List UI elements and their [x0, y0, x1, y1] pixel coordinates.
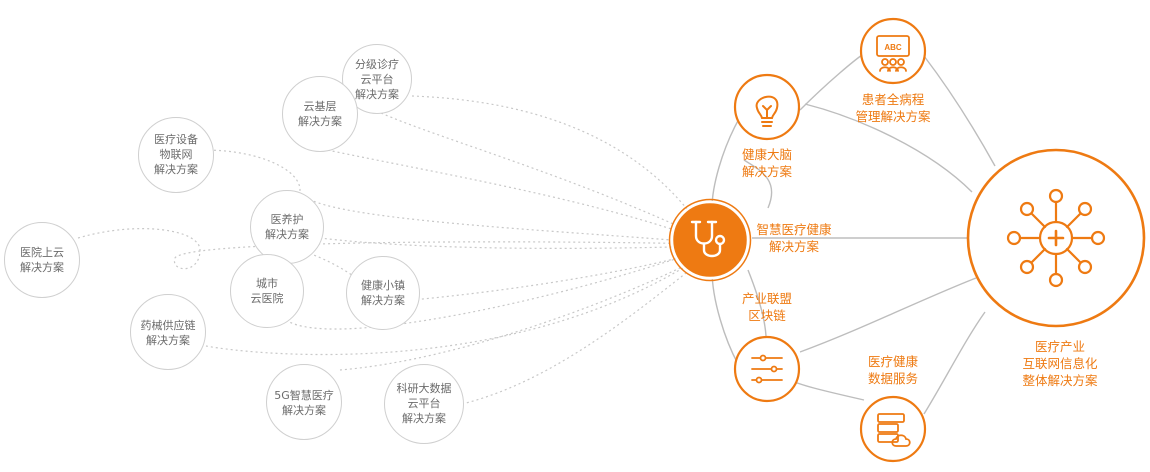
node-city-cloud-hospital — [230, 254, 304, 328]
dotted-connector — [285, 247, 709, 330]
node-hospital-cloud — [4, 222, 80, 298]
node-supply-chain-label: 药械供应链 解决方案 — [140, 319, 196, 347]
node-supply-chain — [130, 294, 206, 370]
center-label: 智慧医疗健康 解决方案 — [756, 222, 832, 254]
node-5g-smart-medical — [266, 364, 342, 440]
dotted-connector — [203, 149, 709, 244]
dotted-connector — [205, 251, 709, 356]
node-hospital-cloud-label: 医院上云 解决方案 — [20, 246, 64, 274]
node-graded-care-platform-label: 分级诊疗 云平台 解决方案 — [355, 58, 399, 101]
abc-board-icon — [876, 35, 910, 72]
solid-connector — [804, 103, 973, 193]
patient-node: ABC — [859, 17, 927, 85]
node-cloud-grassroots — [282, 76, 358, 152]
sliders-icon — [751, 354, 783, 384]
hub-node — [966, 148, 1146, 328]
node-city-cloud-hospital-label: 城市 云医院 — [250, 277, 284, 305]
solid-connector — [923, 55, 996, 167]
dotted-connector — [339, 253, 709, 371]
dotted-connector — [351, 85, 709, 241]
lightbulb-icon — [755, 95, 779, 127]
node-cloud-grassroots-label: 云基层 解决方案 — [298, 100, 342, 128]
chain-label: 产业联盟 区块链 — [741, 291, 792, 323]
dotted-connector — [411, 95, 709, 239]
solid-connector — [799, 54, 863, 111]
data-label: 医疗健康 数据服务 — [867, 354, 918, 386]
dotted-connector — [317, 147, 709, 243]
dotted-connector — [411, 249, 709, 301]
node-elder-care — [250, 190, 324, 264]
data-node — [859, 395, 927, 463]
solid-connector — [799, 277, 977, 353]
solid-connector — [743, 159, 773, 209]
node-research-bigdata-label: 科研大数据 云平台 解决方案 — [396, 382, 452, 425]
brain-node — [733, 73, 801, 141]
patient-label: 患者全病程 管理解决方案 — [855, 92, 931, 124]
dotted-connector — [77, 228, 709, 270]
node-graded-care-platform — [342, 44, 412, 114]
chain-node — [733, 335, 801, 403]
node-research-bigdata — [384, 364, 464, 444]
dotted-connector — [319, 237, 709, 249]
solid-connector — [923, 311, 986, 415]
node-health-town-label: 健康小镇 解决方案 — [361, 279, 405, 307]
node-5g-smart-medical-label: 5G智慧医疗 解决方案 — [274, 389, 334, 417]
center-node — [668, 198, 752, 282]
network-hub-icon — [1006, 188, 1106, 288]
abc-board-text: ABC — [884, 43, 902, 52]
stethoscope-icon — [690, 220, 726, 258]
solid-connector — [747, 269, 767, 337]
node-device-iot-label: 医疗设备 物联网 解决方案 — [154, 133, 198, 176]
hub-label: 医疗产业 互联网信息化 整体解决方案 — [1022, 339, 1098, 388]
node-device-iot — [138, 117, 214, 193]
brain-label: 健康大脑 解决方案 — [741, 147, 792, 179]
node-elder-care-label: 医养护 解决方案 — [265, 213, 309, 241]
solid-connector — [711, 269, 739, 365]
node-health-town — [346, 256, 420, 330]
server-cloud-icon — [877, 413, 911, 447]
